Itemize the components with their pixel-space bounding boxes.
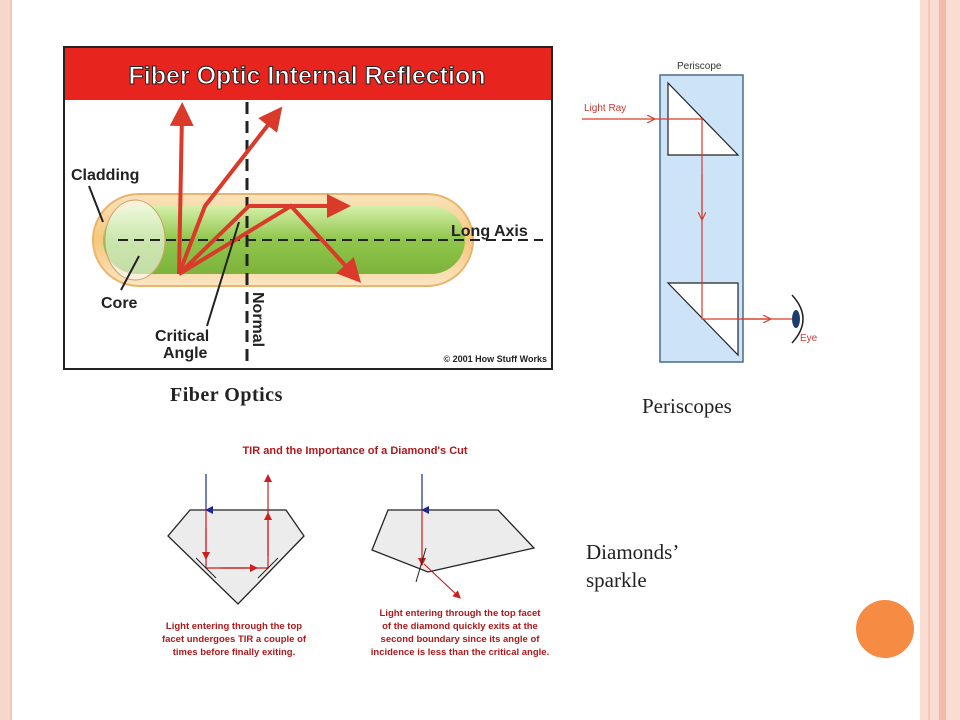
eye-label: Eye — [800, 333, 818, 344]
diamond-left-note: Light entering through the top facet und… — [162, 621, 307, 658]
periscopes-caption: Periscopes — [642, 394, 732, 418]
diamond-right-note: Light entering through the top facet of … — [371, 608, 549, 658]
right-note-line-1: Light entering through the top facet — [380, 608, 542, 619]
periscope-title: Periscope — [677, 61, 722, 72]
periscope-figure: Periscope Light Ray Eye — [582, 61, 818, 363]
left-note-line-1: Light entering through the top — [166, 621, 302, 632]
light-rays — [169, 102, 362, 283]
right-note-line-2: of the diamond quickly exits at the — [382, 621, 538, 632]
label-critical: Critical — [155, 328, 209, 345]
slide-frame-right-line — [928, 0, 930, 720]
slide-frame-line — [10, 0, 12, 720]
diamond-left — [167, 509, 305, 605]
leader-critical-angle — [206, 221, 240, 327]
diamonds-caption: Diamonds’ sparkle — [586, 538, 746, 594]
slide-frame-right-stripe — [939, 0, 946, 720]
label-long-axis: Long Axis — [451, 223, 528, 240]
label-core: Core — [101, 295, 138, 312]
periscope-ray — [582, 119, 794, 319]
label-copyright: © 2001 How Stuff Works — [444, 354, 548, 364]
fiber-title: Fiber Optic Internal Reflection — [129, 62, 486, 90]
eye-icon — [791, 294, 804, 344]
right-note-line-3: second boundary since its angle of — [381, 634, 541, 645]
leader-cladding — [88, 185, 104, 223]
fiber-title-bar — [65, 48, 551, 100]
diamonds-caption-line-1: Diamonds’ — [586, 540, 680, 564]
label-cladding: Cladding — [71, 167, 139, 184]
fiber-optics-caption: Fiber Optics — [170, 384, 283, 406]
diamond-title: TIR and the Importance of a Diamond's Cu… — [242, 445, 467, 457]
diamond-left-normals — [195, 557, 279, 579]
light-ray-label: Light Ray — [584, 103, 626, 114]
slide-frame-left — [0, 0, 10, 720]
left-note-line-2: facet undergoes TIR a couple of — [162, 634, 307, 645]
diamond-right-path — [418, 510, 461, 599]
right-note-line-4: incidence is less than the critical angl… — [371, 647, 549, 658]
fiber-optic-figure: Fiber Optic Internal Reflection Cladding… — [63, 46, 553, 370]
leader-core — [120, 255, 140, 291]
diamond-left-path — [202, 474, 272, 572]
left-note-line-3: times before finally exiting. — [173, 647, 295, 658]
label-normal: Normal — [249, 292, 266, 347]
diamond-right — [371, 509, 536, 573]
diamond-right-normal — [415, 547, 427, 583]
diamond-figure: TIR and the Importance of a Diamond's Cu… — [162, 445, 549, 658]
accent-circle — [856, 600, 914, 658]
diamonds-caption-line-2: sparkle — [586, 568, 647, 592]
label-angle: Angle — [163, 345, 208, 362]
